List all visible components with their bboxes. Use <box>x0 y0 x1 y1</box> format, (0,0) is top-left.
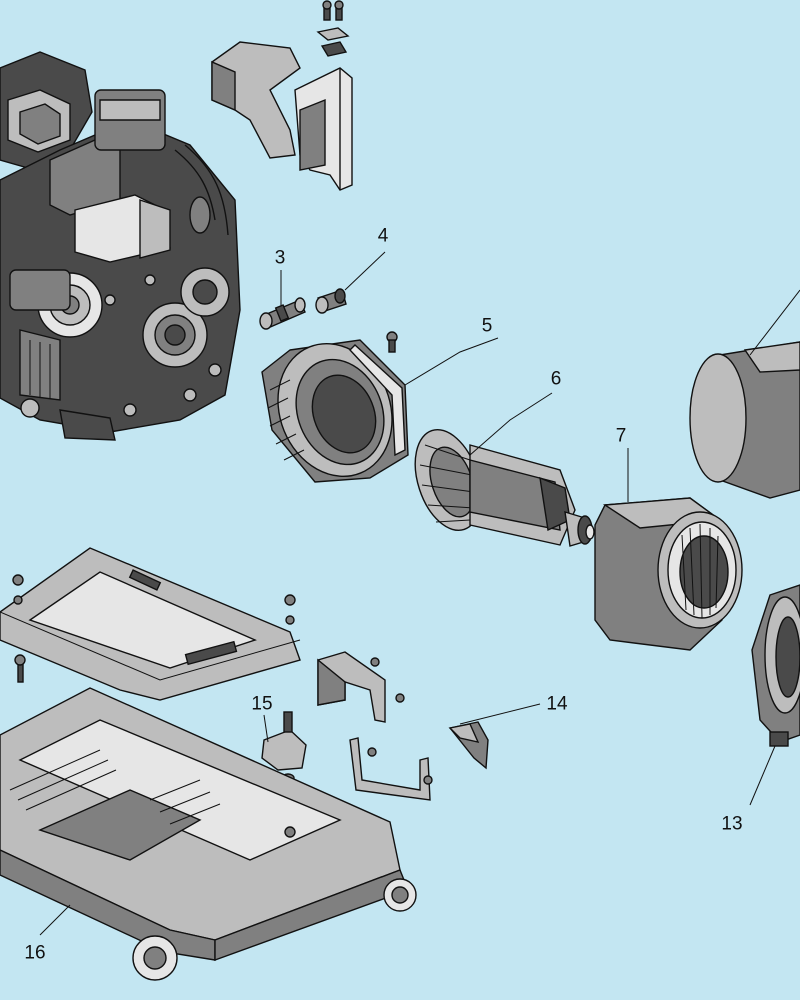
rotor-6-illustration <box>414 392 595 547</box>
top-bracket-illustration <box>211 0 353 191</box>
callout-4: 4 <box>377 225 389 247</box>
housing-5-illustration <box>261 337 499 483</box>
callout-5: 5 <box>481 315 493 337</box>
fitting-3-illustration <box>259 270 306 330</box>
end-bracket-13-illustration <box>749 584 800 806</box>
mounting-frame-illustration <box>0 547 301 701</box>
engine-illustration <box>0 51 241 441</box>
callout-7: 7 <box>615 425 627 447</box>
fitting-4-illustration <box>315 251 386 314</box>
cover-ring-illustration <box>689 289 800 499</box>
callout-3: 3 <box>274 247 286 269</box>
screw-illustration <box>386 331 398 353</box>
callout-6: 6 <box>550 368 562 390</box>
frame-16-illustration <box>0 687 417 981</box>
callout-14: 14 <box>546 693 568 715</box>
stator-7-illustration <box>594 448 743 651</box>
fan-guard-14-illustration <box>448 703 541 770</box>
callout-15: 15 <box>251 693 273 715</box>
small-brackets-illustration <box>317 651 433 801</box>
callout-13: 13 <box>721 813 743 835</box>
callout-16: 16 <box>24 942 46 964</box>
